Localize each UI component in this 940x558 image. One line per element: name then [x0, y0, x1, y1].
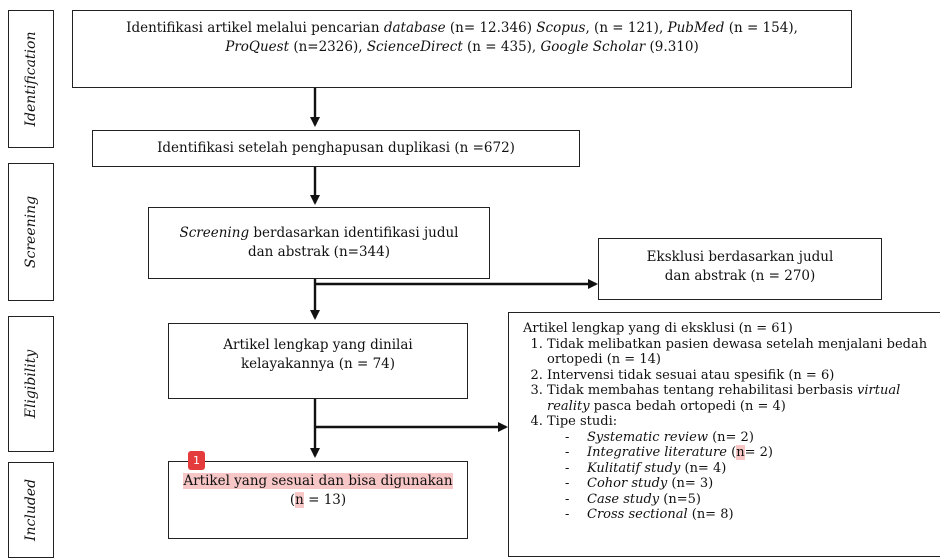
- screening-box: Screening berdasarkan identifikasi judul…: [148, 207, 490, 279]
- study-type-item: Cross sectional (n= 8): [565, 507, 934, 523]
- screening-text: berdasarkan identifikasi judul dan abstr…: [247, 225, 459, 260]
- fulltext-exclusion-heading: Artikel lengkap yang di eksklusi (n = 61…: [523, 321, 793, 336]
- study-type-item: Integrative literature (n= 2): [565, 445, 934, 461]
- identification-box: Identifikasi artikel melalui pencarian d…: [72, 10, 852, 88]
- included-text: Artikel yang sesuai dan bisa digunakan: [183, 473, 453, 489]
- exclusion-reason-1: Tidak melibatkan pasien dewasa setelah m…: [547, 337, 934, 368]
- study-type-item: Cohor study (n= 3): [565, 476, 934, 492]
- study-type-item: Case study (n=5): [565, 492, 934, 508]
- study-type-item: Systematic review (n= 2): [565, 430, 934, 446]
- screening-word: Screening: [179, 225, 250, 241]
- dedup-text: Identifikasi setelah penghapusan duplika…: [157, 140, 515, 156]
- study-type-list: Systematic review (n= 2) Integrative lit…: [547, 430, 934, 523]
- fulltext-assessed-box: Artikel lengkap yang dinilai kelayakanny…: [168, 323, 468, 399]
- exclusion-title-abstract-box: Eksklusi berdasarkan judul dan abstrak (…: [598, 238, 882, 300]
- exclusion-reason-3: Tidak membahas tentang rehabilitasi berb…: [547, 383, 934, 414]
- exclusion-reason-list: Tidak melibatkan pasien dewasa setelah m…: [523, 337, 934, 523]
- exclusion-title-abstract-text: Eksklusi berdasarkan judul dan abstrak (…: [646, 249, 834, 284]
- fulltext-assessed-text: Artikel lengkap yang dinilai kelayakanny…: [223, 337, 413, 372]
- study-type-item: Kulitatif study (n= 4): [565, 461, 934, 477]
- exclusion-reason-2: Intervensi tidak sesuai atau spesifik (n…: [547, 368, 934, 384]
- annotation-badge[interactable]: 1: [188, 451, 205, 470]
- stage-identification: Identification: [8, 10, 54, 148]
- stage-eligibility: Eligibility: [8, 316, 54, 452]
- exclusion-reason-4: Tipe studi: Systematic review (n= 2) Int…: [547, 414, 934, 523]
- dedup-box: Identifikasi setelah penghapusan duplika…: [92, 130, 580, 167]
- stage-included: Included: [8, 462, 54, 558]
- fulltext-exclusion-box: Artikel lengkap yang di eksklusi (n = 61…: [508, 312, 940, 557]
- included-box: Artikel yang sesuai dan bisa digunakan (…: [168, 461, 468, 539]
- stage-screening: Screening: [8, 163, 54, 301]
